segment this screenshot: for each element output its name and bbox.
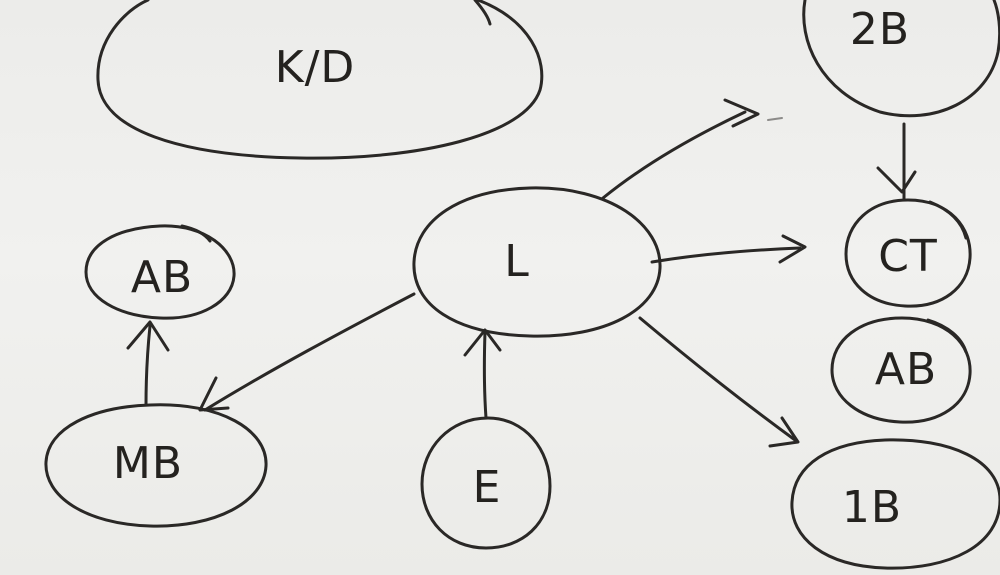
edge-e-l-line <box>482 330 488 420</box>
node-ab-left-tail <box>180 224 212 243</box>
edge-l-1b-line <box>638 316 797 442</box>
edge-mb-ab-line <box>144 324 152 407</box>
node-kd-label: K/D <box>275 42 356 93</box>
node-ab-left-shape <box>84 224 236 320</box>
edge-e-l-arrowhead <box>463 328 502 357</box>
node-1b-label: 1B <box>842 482 902 533</box>
edge-l-1b-arrowhead <box>768 416 800 448</box>
node-mb-shape <box>44 403 268 528</box>
node-l-label: L <box>504 236 530 287</box>
edge-mb-to-ab <box>126 320 170 407</box>
node-2b: 2B <box>802 0 1000 118</box>
edge-l-to-ct <box>650 234 807 264</box>
node-ct: CT <box>844 198 972 308</box>
node-e-shape <box>420 416 552 550</box>
edge-e-to-l <box>463 328 502 420</box>
edge-l-to-mb <box>198 292 416 412</box>
node-l: L <box>412 186 662 338</box>
edge-l-to-1b <box>638 316 800 448</box>
node-ct-label: CT <box>878 231 938 282</box>
edge-l-2b-line <box>601 110 747 200</box>
edge-2b-to-ct <box>876 122 917 202</box>
node-ab-left-label: AB <box>131 252 193 303</box>
edge-l-mb-arrowhead <box>198 376 230 412</box>
node-kd: K/D <box>96 0 544 160</box>
node-1b: 1B <box>790 438 1000 570</box>
node-ab-right-tail <box>926 318 968 354</box>
node-ct-tail <box>928 200 968 240</box>
edge-l-mb-line <box>203 292 416 412</box>
node-ab-left: AB <box>84 224 236 320</box>
node-mb-label: MB <box>113 438 183 489</box>
node-e: E <box>420 416 552 550</box>
edge-l-to-2b <box>601 98 760 200</box>
node-ab-right-label: AB <box>875 344 937 395</box>
edge-2b-ct-arrowhead <box>876 166 917 194</box>
node-1b-shape <box>790 438 1000 570</box>
node-2b-label: 2B <box>850 4 910 55</box>
edge-l-2b-arrowhead <box>723 98 760 128</box>
edge-mb-ab-arrowhead <box>126 320 170 352</box>
node-kd-tail <box>473 0 492 26</box>
node-l-shape <box>412 186 662 338</box>
node-ab-right: AB <box>830 316 972 424</box>
edge-l-ct-arrowhead <box>778 234 807 264</box>
stray-mark <box>767 117 783 121</box>
node-mb: MB <box>44 403 268 528</box>
edge-l-ct-line <box>650 246 802 264</box>
node-kd-shape <box>96 0 544 160</box>
node-e-label: E <box>473 462 502 513</box>
